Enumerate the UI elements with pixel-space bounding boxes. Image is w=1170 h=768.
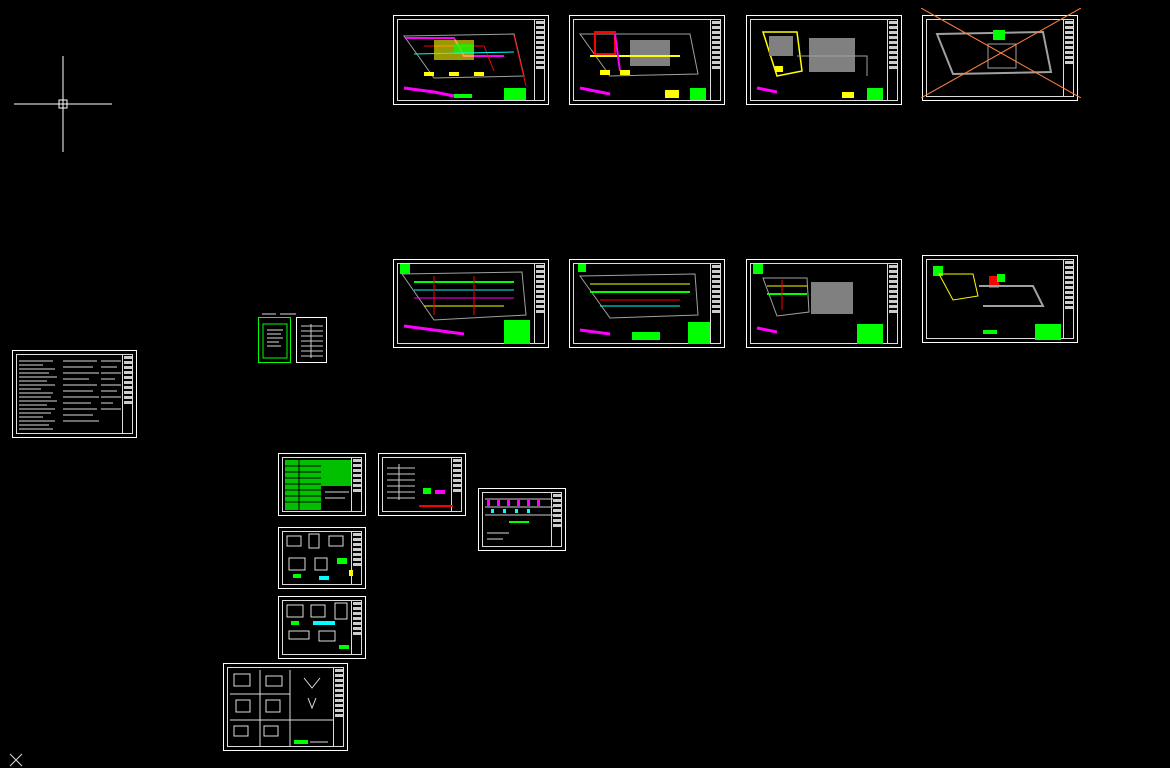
legend-sheet[interactable] <box>278 453 366 516</box>
cross-out-icon <box>921 8 1081 98</box>
plan-mid-3[interactable] <box>746 259 902 348</box>
index-sheet[interactable] <box>296 317 327 363</box>
cover-sheet[interactable] <box>258 317 291 363</box>
detail-drawing <box>286 533 353 580</box>
plan-mid-1[interactable] <box>393 259 549 348</box>
crosshair-icon <box>14 56 112 152</box>
plan-top-4[interactable] <box>921 8 1081 101</box>
floor-plan-drawing <box>579 31 706 100</box>
ucs-icon <box>9 753 23 767</box>
plan-mid-2[interactable] <box>569 259 725 348</box>
plan-mid-4[interactable] <box>922 255 1078 343</box>
detail-drawing <box>286 602 349 649</box>
system-sheet[interactable] <box>478 488 566 551</box>
notes-text-block <box>19 360 121 430</box>
cover-drawing <box>262 323 288 359</box>
legend-table <box>285 460 351 510</box>
floor-plan-drawing <box>756 31 883 100</box>
detail-sheet-1[interactable] <box>278 527 366 589</box>
detail-drawing <box>230 670 334 746</box>
detail-sheet-3[interactable] <box>223 663 348 751</box>
system-diagram <box>485 498 553 540</box>
schedule-table <box>387 464 453 507</box>
schedule-sheet[interactable] <box>378 453 466 516</box>
floor-plan-drawing <box>403 33 527 100</box>
notes-sheet[interactable] <box>12 350 137 438</box>
floor-plan-drawing <box>935 30 1053 76</box>
floor-plan-drawing <box>753 264 883 344</box>
plan-top-2[interactable] <box>569 15 725 105</box>
index-table <box>301 324 323 358</box>
detail-sheet-2[interactable] <box>278 596 366 659</box>
floor-plan-drawing <box>933 266 1061 340</box>
plan-top-3[interactable] <box>746 15 902 105</box>
plan-top-1[interactable] <box>393 15 549 105</box>
sheet-title-mark <box>262 313 296 315</box>
floor-plan-drawing <box>578 264 710 344</box>
floor-plan-drawing <box>400 264 530 344</box>
